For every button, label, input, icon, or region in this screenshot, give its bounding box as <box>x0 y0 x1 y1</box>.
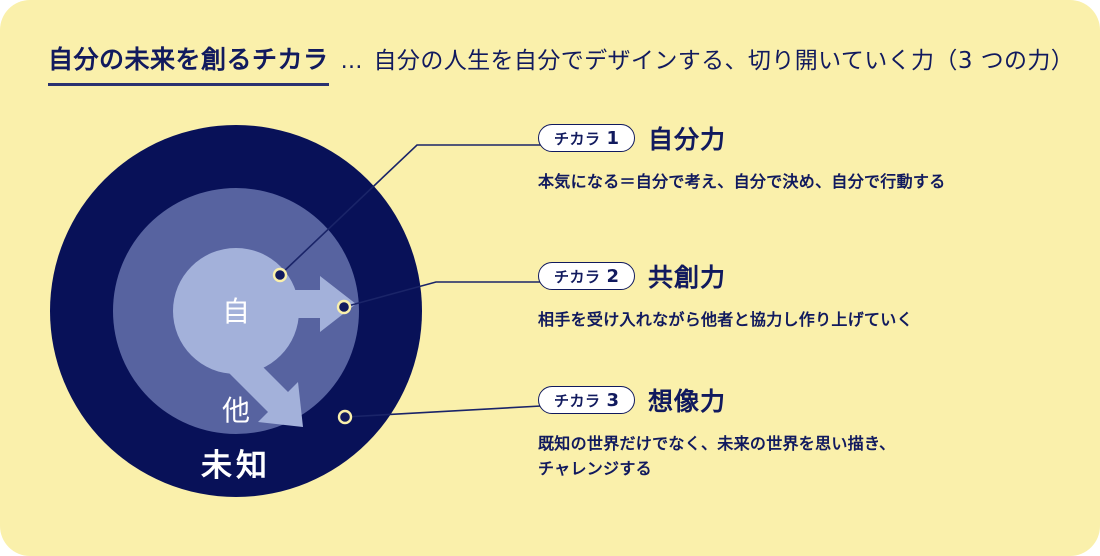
callout-3-badge: チカラ 3 <box>538 386 636 414</box>
callout-2-description: 相手を受け入れながら他者と協力し作り上げていく <box>538 308 913 333</box>
callout-1-badge-number: 1 <box>606 127 620 149</box>
arrow-to-other-icon <box>236 276 356 332</box>
callout-3-description: 既知の世界だけでなく、未来の世界を思い描き、 チャレンジする <box>538 432 895 482</box>
callout-2-title: 共創力 <box>648 263 727 292</box>
page-title-lead: 自分の未来を創るチカラ <box>48 40 329 86</box>
callout-1-title: 自分力 <box>648 125 727 154</box>
leader-line-3 <box>344 405 542 418</box>
callout-1-badge: チカラ 1 <box>538 124 636 152</box>
page-title: 自分の未来を創るチカラ … 自分の人生を自分でデザインする、切り開いていく力（3… <box>48 40 1074 86</box>
page-subtitle: 自分の人生を自分でデザインする、切り開いていく力（3 つの力） <box>373 48 1075 74</box>
title-separator: … <box>340 49 364 74</box>
leader-dot-2 <box>336 299 352 315</box>
callout-3-head: チカラ 3 想像力 <box>538 382 895 418</box>
concentric-circle-diagram: 自 他 未知 <box>50 125 542 497</box>
ring-label-other: 他 <box>222 394 250 427</box>
leader-dot-3 <box>337 409 353 425</box>
callout-item-3: チカラ 3 想像力 既知の世界だけでなく、未来の世界を思い描き、 チャレンジする <box>538 382 895 482</box>
leader-line-1 <box>279 144 541 276</box>
callout-item-1: チカラ 1 自分力 本気になる＝自分で考え、自分で決め、自分で行動する <box>538 120 946 195</box>
callout-3-badge-number: 3 <box>606 389 620 411</box>
callout-1-head: チカラ 1 自分力 <box>538 120 946 156</box>
callout-3-desc-line-2: チャレンジする <box>538 458 652 478</box>
arrow-to-unknown-icon <box>202 326 303 427</box>
callout-2-badge-label: チカラ <box>554 267 601 286</box>
callout-2-badge-number: 2 <box>606 265 620 287</box>
callout-3-badge-label: チカラ <box>554 391 601 410</box>
leader-dot-1 <box>272 267 288 283</box>
callout-1-desc-line-1: 本気になる＝自分で考え、自分で決め、自分で行動する <box>538 172 946 191</box>
leader-line-2 <box>343 281 541 308</box>
ring-label-self: 自 <box>222 295 250 328</box>
callout-2-desc-line-1: 相手を受け入れながら他者と協力し作り上げていく <box>538 310 913 329</box>
callout-3-desc-line-1: 既知の世界だけでなく、未来の世界を思い描き、 <box>538 434 896 453</box>
ring-label-unknown: 未知 <box>201 448 271 484</box>
callout-1-badge-label: チカラ <box>554 129 601 148</box>
callout-3-title: 想像力 <box>648 387 727 416</box>
callout-item-2: チカラ 2 共創力 相手を受け入れながら他者と協力し作り上げていく <box>538 258 913 333</box>
callout-2-head: チカラ 2 共創力 <box>538 258 913 294</box>
callout-2-badge: チカラ 2 <box>538 262 636 290</box>
callout-1-description: 本気になる＝自分で考え、自分で決め、自分で行動する <box>538 170 946 195</box>
